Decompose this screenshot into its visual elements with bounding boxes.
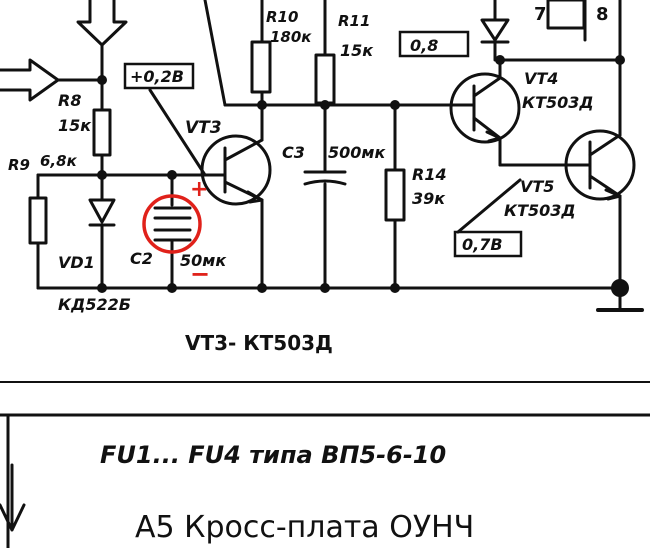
r10-value: 180к	[270, 28, 312, 46]
vd1-type: КД522Б	[58, 295, 131, 314]
voltage-box-1	[123, 62, 195, 90]
top-diode	[480, 18, 510, 44]
r11-resistor	[314, 53, 336, 105]
voltage-box-2	[398, 30, 470, 58]
vt4-ref: VT4	[524, 69, 558, 88]
plus-mark: +	[190, 177, 208, 202]
voltage-box-3	[453, 230, 523, 258]
c2-ref: C2	[130, 249, 153, 268]
r14-value: 39к	[412, 189, 446, 208]
r14-ref: R14	[412, 165, 447, 184]
c2-value: 50мк	[180, 251, 227, 270]
input-arrow-right	[0, 58, 60, 102]
vt3-type-note: VT3- КТ503Д	[185, 331, 333, 355]
vt4-transistor	[449, 72, 521, 144]
section-title: А5 Кросс-плата ОУНЧ	[135, 510, 474, 545]
r9-resistor	[28, 196, 48, 245]
vt3-transistor	[200, 134, 272, 206]
vt5-ref: VT5	[520, 177, 554, 196]
vt3-ref: VT3	[185, 118, 222, 138]
c3-value: 500мк	[328, 143, 386, 162]
c3-ref: C3	[282, 143, 305, 162]
fuse-note: FU1... FU4 типа ВП5-6-10	[100, 441, 446, 469]
r11-value: 15к	[340, 41, 374, 60]
lower-arrow	[0, 463, 26, 532]
vt4-type: КТ503Д	[522, 93, 594, 112]
r14-resistor	[384, 168, 406, 222]
r9-value: 6,8к	[40, 152, 78, 170]
r8-ref: R8	[58, 91, 81, 110]
vd1-ref: VD1	[58, 253, 95, 272]
pin-7-label: 7	[534, 4, 547, 25]
voltage-label-3: 0,7В	[462, 235, 503, 254]
pin-8-label: 8	[596, 4, 609, 25]
input-arrow-down	[76, 0, 128, 47]
voltage-label-2: 0,8	[410, 36, 438, 55]
voltage-label-1: +0,2В	[130, 67, 184, 86]
junction-dots	[97, 55, 629, 297]
r9-ref: R9	[8, 156, 30, 174]
vt5-transistor	[564, 129, 636, 201]
r10-ref: R10	[266, 8, 298, 26]
r8-value: 15к	[58, 116, 92, 135]
minus-mark: −	[190, 260, 210, 288]
r11-ref: R11	[338, 12, 370, 30]
c2-highlight-circle	[142, 194, 202, 254]
vd1-diode	[88, 198, 116, 227]
r8-resistor	[92, 108, 112, 157]
vt5-type: КТ503Д	[504, 201, 576, 220]
r10-resistor	[250, 40, 272, 94]
